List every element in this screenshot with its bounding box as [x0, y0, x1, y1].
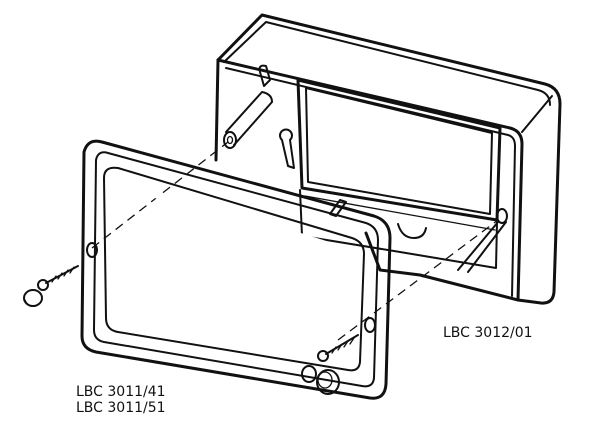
- panel-grille-highlight: [113, 183, 347, 253]
- box-bracket-hook: [258, 64, 271, 87]
- box-front-inner-edge: [225, 67, 516, 297]
- panel-grille-highlight-2: [119, 318, 343, 362]
- panel-bezel-outer: [80, 139, 392, 400]
- panel-model-label-1: LBC 3011/41: [76, 384, 166, 400]
- box-top-rim: [223, 21, 551, 106]
- post-screw-hole: [223, 131, 237, 149]
- alignment-line-bottom: [337, 219, 499, 341]
- front-panel: [80, 139, 392, 400]
- box-ledge-lip: [304, 195, 496, 231]
- box-left-edge: [214, 58, 220, 162]
- panel-model-label-2: LBC 3011/51: [76, 400, 166, 416]
- panel-grille: [103, 166, 365, 372]
- box-model-label: LBC 3012/01: [443, 325, 533, 341]
- box-corner: [521, 95, 553, 133]
- surface-mount-box: [214, 13, 562, 305]
- panel-fixing-hole-left: [86, 242, 98, 258]
- alignment-line-top: [91, 141, 229, 249]
- box-front-top-edge: [216, 58, 524, 302]
- box-tab-mid: [397, 223, 427, 239]
- panel-bezel-inner: [93, 151, 379, 388]
- box-right-post: [457, 221, 507, 273]
- volume-control-knob: [316, 369, 340, 395]
- volume-control-knob-top: [317, 371, 333, 389]
- indicator-lens: [301, 365, 317, 383]
- box-inner-ledge: [299, 189, 498, 269]
- box-outline: [216, 13, 562, 305]
- right-fixing-screw: [317, 334, 359, 362]
- panel-fixing-hole-right: [364, 317, 376, 333]
- left-cover-cap: [23, 289, 43, 308]
- post-screw-hole-inner: [226, 135, 234, 145]
- box-opening-depth: [305, 87, 493, 215]
- keyhole-slot: [279, 128, 295, 169]
- left-fixing-screw: [37, 265, 79, 291]
- box-mounting-post: [225, 91, 273, 146]
- box-right-screw-hole: [496, 208, 508, 224]
